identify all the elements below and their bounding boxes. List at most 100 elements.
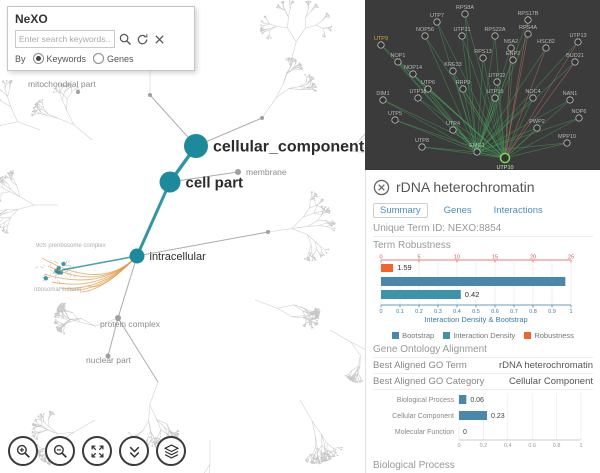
- network-node[interactable]: [433, 18, 441, 26]
- network-node[interactable]: [524, 16, 532, 24]
- tab-genes[interactable]: Genes: [443, 204, 472, 216]
- network-node[interactable]: [566, 96, 574, 104]
- network-node[interactable]: [449, 67, 457, 75]
- radio-genes-control[interactable]: [93, 53, 105, 64]
- radio-keywords-control[interactable]: [32, 53, 44, 64]
- network-node-label: PWP2: [529, 119, 545, 125]
- network-node[interactable]: [391, 116, 399, 124]
- network-node[interactable]: [424, 85, 432, 93]
- tree-minor-node[interactable]: [266, 230, 270, 234]
- network-node-label: RPS4A: [519, 25, 537, 31]
- network-node-label: UTP13: [569, 33, 586, 39]
- network-node[interactable]: [409, 70, 417, 78]
- tree-minor-node[interactable]: [148, 93, 152, 97]
- legend-label: Bootstrap: [402, 331, 435, 340]
- tree-edge: [169, 171, 239, 183]
- radio-genes[interactable]: Genes: [93, 53, 134, 64]
- zoom-out-button[interactable]: [45, 436, 75, 466]
- network-node-label: RPS8A: [456, 5, 474, 11]
- network-node[interactable]: [394, 58, 402, 66]
- network-edge: [421, 146, 506, 159]
- network-node[interactable]: [493, 78, 501, 86]
- network-node[interactable]: [449, 126, 457, 134]
- network-node[interactable]: [459, 85, 467, 93]
- network-edge: [452, 70, 478, 153]
- tab-interactions[interactable]: Interactions: [493, 204, 543, 216]
- tree-minor-node[interactable]: [260, 116, 264, 120]
- cluster-node[interactable]: [43, 276, 48, 281]
- bottom-axis-tick: 0.1: [396, 309, 404, 315]
- tree-minor-node[interactable]: [105, 353, 111, 359]
- network-node[interactable]: [574, 38, 582, 46]
- cluster-node[interactable]: [61, 261, 66, 267]
- network-node[interactable]: [507, 44, 515, 52]
- layers-button[interactable]: [156, 436, 186, 466]
- top-axis-tick: 25: [568, 255, 574, 261]
- network-node[interactable]: [571, 58, 579, 66]
- network-node[interactable]: [491, 94, 499, 102]
- bottom-axis-tick: 0.8: [529, 309, 537, 315]
- network-node[interactable]: [421, 32, 429, 40]
- network-edge: [504, 117, 580, 159]
- interaction-edge: [87, 255, 138, 288]
- network-node-label: UTP22: [488, 73, 505, 79]
- tree-node[interactable]: [159, 171, 181, 193]
- network-edge: [504, 127, 538, 159]
- network-edge: [427, 88, 506, 159]
- network-node[interactable]: [458, 32, 466, 40]
- network-node[interactable]: [563, 139, 571, 147]
- network-edge: [436, 21, 506, 159]
- zoom-in-button[interactable]: [8, 436, 38, 466]
- expand-branches-button[interactable]: [119, 436, 149, 466]
- network-edge: [412, 73, 478, 153]
- search-input[interactable]: [15, 30, 115, 48]
- network-node-label: KRE33: [444, 62, 461, 68]
- network-node-label: NOC4: [525, 89, 540, 95]
- network-edge: [476, 35, 496, 153]
- clear-search-icon[interactable]: [152, 32, 166, 46]
- network-edge: [461, 35, 506, 159]
- network-node[interactable]: [491, 32, 499, 40]
- search-icon[interactable]: [118, 32, 132, 46]
- network-node[interactable]: [575, 114, 583, 122]
- go-bar: [459, 395, 467, 404]
- bottom-axis-tick: 0.9: [548, 309, 556, 315]
- network-node[interactable]: [418, 143, 426, 151]
- network-node[interactable]: [379, 96, 387, 104]
- network-node-label: DIM1: [376, 91, 389, 97]
- network-edge: [476, 97, 534, 153]
- go-bar-value: 0: [463, 429, 467, 436]
- radio-keywords[interactable]: Keywords: [32, 53, 86, 64]
- network-edge: [382, 99, 506, 159]
- network-node[interactable]: [529, 94, 537, 102]
- reset-search-icon[interactable]: [135, 32, 149, 46]
- network-node[interactable]: [414, 94, 422, 102]
- tree-minor-node[interactable]: [235, 169, 241, 175]
- tree-node-label: cell part: [186, 174, 244, 191]
- network-node[interactable]: [533, 124, 541, 132]
- network-node[interactable]: [499, 152, 511, 164]
- tree-minor-node[interactable]: [115, 315, 121, 321]
- tree-minor-node[interactable]: [76, 90, 80, 94]
- network-node[interactable]: [542, 44, 550, 52]
- network-node[interactable]: [524, 30, 532, 38]
- network-node[interactable]: [461, 10, 469, 18]
- tab-summary[interactable]: Summary: [373, 202, 428, 218]
- section-term-robustness: Term Robustness: [373, 240, 451, 251]
- network-edge: [504, 142, 568, 159]
- network-node[interactable]: [377, 41, 385, 49]
- tree-node[interactable]: [184, 134, 208, 158]
- network-node[interactable]: [479, 54, 487, 62]
- network-node[interactable]: [473, 148, 481, 156]
- tree-node[interactable]: [129, 248, 145, 264]
- network-node[interactable]: [509, 56, 517, 64]
- fit-to-screen-button[interactable]: [82, 436, 112, 466]
- close-details-icon[interactable]: [373, 179, 390, 196]
- network-edge: [394, 119, 478, 153]
- network-node-label: EMG1: [469, 143, 485, 149]
- network-edge: [504, 61, 576, 159]
